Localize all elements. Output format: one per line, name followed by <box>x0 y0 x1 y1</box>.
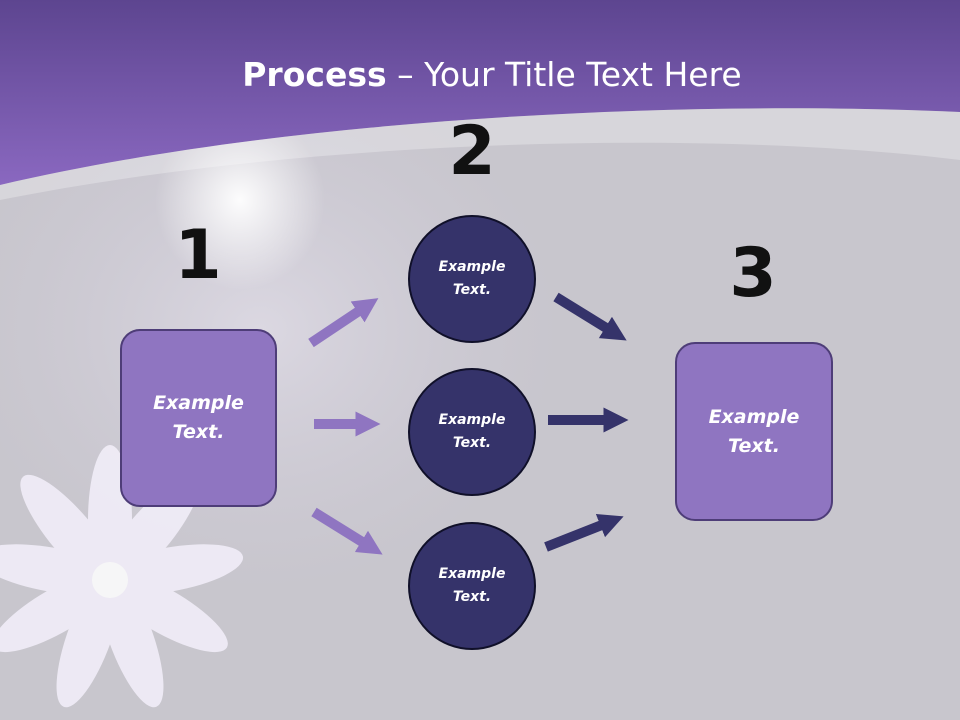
arrow-left-to-bottom <box>311 507 383 555</box>
step-3-box: Example Text. <box>675 342 833 521</box>
circle-middle-text: Example Text. <box>438 412 506 451</box>
circle-bottom-text: Example Text. <box>438 566 506 605</box>
step-1-text: Example Text. <box>153 392 244 443</box>
step-2-circle-middle: Example Text. <box>408 368 536 496</box>
title-rest: – Your Title Text Here <box>386 55 742 94</box>
step-3-text: Example Text. <box>708 405 800 457</box>
slide-title: Process – Your Title Text Here <box>0 55 960 95</box>
title-bold: Process <box>242 55 387 94</box>
arrow-bottom-to-right <box>544 513 624 552</box>
step-number-2: 2 <box>448 112 496 191</box>
step-number-1: 1 <box>174 216 222 295</box>
step-2-circle-bottom: Example Text. <box>408 522 536 650</box>
arrow-left-to-top <box>308 298 379 348</box>
step-2-circle-top: Example Text. <box>408 215 536 343</box>
step-number-3: 3 <box>729 234 777 313</box>
arrow-top-to-right <box>553 292 627 341</box>
step-1-box: Example Text. <box>120 329 277 507</box>
circle-top-text: Example Text. <box>438 259 506 298</box>
